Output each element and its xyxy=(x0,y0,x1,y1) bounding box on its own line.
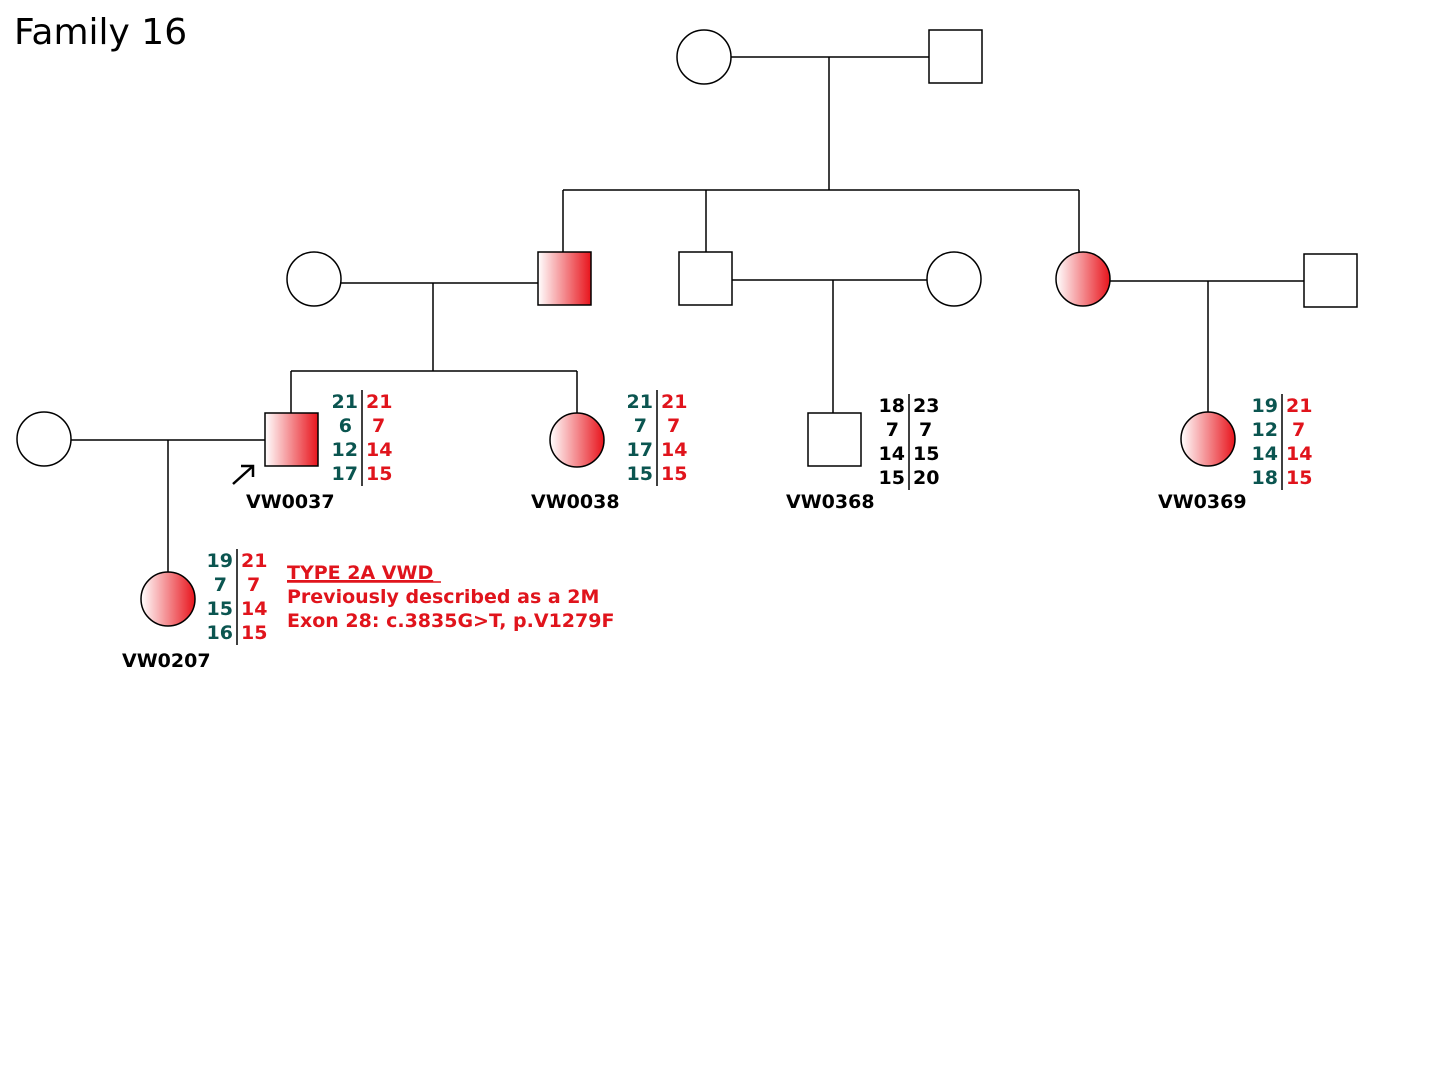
allele-left: 7 xyxy=(634,415,647,437)
allele-right: 23 xyxy=(913,395,939,417)
gen2-son-spouse-symbol xyxy=(926,251,982,307)
diagnosis-previous-classification: Previously described as a 2M xyxy=(287,586,599,608)
allele-right: 7 xyxy=(667,415,680,437)
allele-left: 6 xyxy=(339,415,352,437)
diagnosis-heading: TYPE 2A VWD xyxy=(287,562,433,584)
allele-right: 21 xyxy=(1286,395,1312,417)
allele-right: 7 xyxy=(1292,419,1305,441)
gen2-son-symbol xyxy=(678,251,733,306)
allele-left: 7 xyxy=(214,574,227,596)
allele-right: 14 xyxy=(366,439,392,461)
allele-left: 18 xyxy=(879,395,905,417)
id-label-vw0368: VW0368 xyxy=(786,491,875,513)
allele-left: 15 xyxy=(879,467,905,489)
allele-left: 7 xyxy=(886,419,899,441)
allele-right: 21 xyxy=(661,391,687,413)
allele-left: 14 xyxy=(879,443,905,465)
gen2-daughter-spouse-symbol xyxy=(1303,253,1358,308)
allele-left: 16 xyxy=(207,622,233,644)
allele-left: 15 xyxy=(627,463,653,485)
pedigree-symbols xyxy=(16,29,1358,627)
allele-left: 15 xyxy=(207,598,233,620)
vw0369-symbol xyxy=(1180,411,1236,467)
vw0207-symbol xyxy=(140,571,196,627)
gen2-spouse-female-symbol xyxy=(286,251,342,307)
allele-right: 21 xyxy=(366,391,392,413)
allele-right: 15 xyxy=(366,463,392,485)
allele-right: 15 xyxy=(241,622,267,644)
id-label-vw0369: VW0369 xyxy=(1158,491,1247,513)
allele-right: 14 xyxy=(661,439,687,461)
allele-left: 19 xyxy=(207,550,233,572)
vw0037-symbol xyxy=(264,412,319,467)
gen2-affected-daughter-symbol xyxy=(1055,251,1111,307)
allele-left: 19 xyxy=(1252,395,1278,417)
allele-right: 7 xyxy=(247,574,260,596)
allele-right: 7 xyxy=(372,415,385,437)
allele-left: 21 xyxy=(332,391,358,413)
allele-left: 12 xyxy=(332,439,358,461)
allele-right: 14 xyxy=(1286,443,1312,465)
vw0038-symbol xyxy=(549,412,605,468)
page-title: Family 16 xyxy=(14,12,187,53)
id-label-vw0037: VW0037 xyxy=(246,491,335,513)
proband-arrow-icon xyxy=(232,464,255,485)
id-label-vw0207: VW0207 xyxy=(122,650,211,672)
gen3-spouse-female-symbol xyxy=(16,411,72,467)
allele-right: 14 xyxy=(241,598,267,620)
allele-left: 21 xyxy=(627,391,653,413)
allele-right: 15 xyxy=(661,463,687,485)
diagnosis-annotation: TYPE 2A VWD Previously described as a 2M… xyxy=(287,562,614,632)
allele-right: 15 xyxy=(1286,467,1312,489)
allele-right: 21 xyxy=(241,550,267,572)
allele-left: 17 xyxy=(627,439,653,461)
connector-lines xyxy=(71,56,1304,573)
allele-left: 12 xyxy=(1252,419,1278,441)
allele-left: 17 xyxy=(332,463,358,485)
gen1-male-symbol xyxy=(928,29,983,84)
gen1-female-symbol xyxy=(676,29,732,85)
diagnosis-mutation: Exon 28: c.3835G>T, p.V1279F xyxy=(287,610,614,632)
gen2-affected-son-symbol xyxy=(537,251,592,306)
allele-right: 20 xyxy=(913,467,939,489)
allele-left: 18 xyxy=(1252,467,1278,489)
vw0368-symbol xyxy=(807,412,862,467)
allele-right: 15 xyxy=(913,443,939,465)
allele-right: 7 xyxy=(919,419,932,441)
allele-left: 14 xyxy=(1252,443,1278,465)
id-label-vw0038: VW0038 xyxy=(531,491,620,513)
